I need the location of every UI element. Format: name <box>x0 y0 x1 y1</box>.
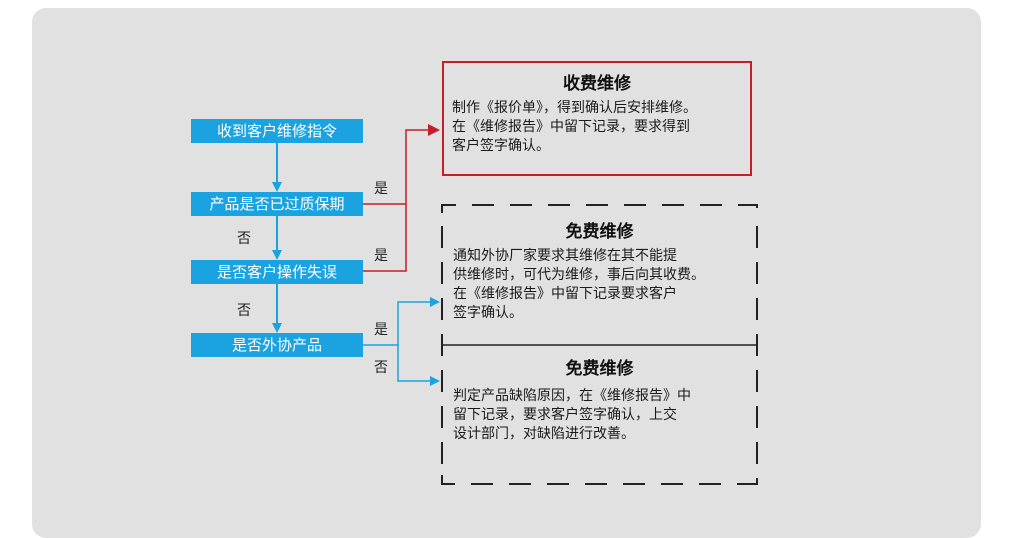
free-repair-outsource-title: 免费维修 <box>565 222 634 242</box>
paid-repair-title: 收费维修 <box>563 74 631 94</box>
label-no-outsource: 否 <box>374 360 388 376</box>
connector-yes-outsource <box>363 297 440 346</box>
free-repair-line: 通知外协厂家要求其维修在其不能提 <box>453 248 677 264</box>
step-warranty-check: 产品是否已过质保期 <box>191 192 363 216</box>
connector-no-outsource <box>397 345 440 386</box>
free-repair-defect-text: 判定产品缺陷原因，在《维修报告》中 留下记录，要求客户签字确认，上交 设计部门，… <box>453 387 691 444</box>
free-repair-dashed-sides <box>441 226 758 484</box>
step-receive-order: 收到客户维修指令 <box>191 119 363 143</box>
paid-repair-box <box>442 61 752 176</box>
free-repair-defect-title: 免费维修 <box>565 359 634 379</box>
paid-repair-text: 制作《报价单》，得到确认后安排维修。 在《维修报告》中留下记录，要求得到 客户签… <box>452 99 697 156</box>
step-outsource-check: 是否外协产品 <box>191 333 363 357</box>
label-yes-warranty: 是 <box>374 181 388 197</box>
free-repair-line: 签字确认。 <box>453 305 523 321</box>
paid-repair-line: 制作《报价单》，得到确认后安排维修。 <box>452 100 697 116</box>
connector-yes-operation <box>363 204 407 272</box>
paid-repair-line: 在《维修报告》中留下记录，要求得到 <box>452 119 690 135</box>
label-no-warranty: 否 <box>237 231 251 247</box>
paid-repair-line: 客户签字确认。 <box>452 138 550 154</box>
free-repair-line: 设计部门，对缺陷进行改善。 <box>453 426 635 442</box>
free-repair-outsource-text: 通知外协厂家要求其维修在其不能提 供维修时，可代为维修，事后向其收费。 在《维修… <box>453 247 705 323</box>
label-yes-outsource: 是 <box>374 322 388 338</box>
step-operation-error-check: 是否客户操作失误 <box>191 260 363 284</box>
free-repair-line: 判定产品缺陷原因，在《维修报告》中 <box>453 388 691 404</box>
connector-yes-warranty <box>363 124 440 205</box>
label-no-operation: 否 <box>237 303 251 319</box>
connector-layer <box>272 124 758 485</box>
free-repair-line: 在《维修报告》中留下记录要求客户 <box>453 286 677 302</box>
label-yes-operation: 是 <box>374 248 388 264</box>
free-repair-line: 供维修时，可代为维修，事后向其收费。 <box>453 267 705 283</box>
free-repair-line: 留下记录，要求客户签字确认，上交 <box>453 407 677 423</box>
